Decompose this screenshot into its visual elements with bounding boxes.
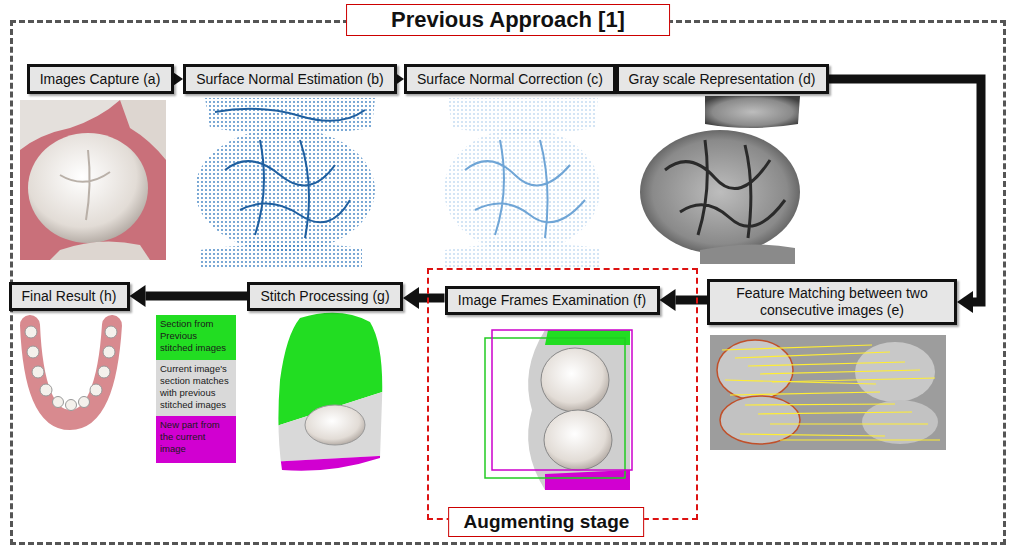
tooth	[862, 400, 938, 444]
gray-blob	[640, 130, 800, 254]
contour	[665, 140, 785, 238]
legend-swatch: Current image's section matches with pre…	[156, 360, 236, 416]
tooth	[720, 396, 800, 444]
normal-map	[444, 98, 600, 268]
process-box: Stitch Processing (g)	[247, 282, 403, 311]
region-heading: Previous Approach [1]	[346, 4, 670, 36]
legend-label: Section from Previous stitched images	[160, 318, 232, 354]
tooth	[305, 405, 365, 445]
new-section	[270, 455, 395, 480]
tooth	[544, 410, 612, 470]
tooth-photo	[20, 100, 166, 260]
teeth	[25, 326, 117, 411]
match-lines	[722, 345, 940, 440]
tooth-strip	[528, 330, 630, 490]
image-ground	[710, 335, 946, 450]
new-part	[545, 470, 630, 490]
tooth	[50, 241, 150, 260]
fissure	[60, 150, 110, 220]
step-label: Image Frames Examination (f)	[458, 292, 646, 309]
process-box: Surface Normal Correction (c)	[404, 64, 616, 94]
gray-blob	[705, 96, 800, 128]
tooth	[28, 133, 148, 243]
feature-matching-image	[710, 335, 946, 450]
augmenting-region: Image Frames Examination (f)Augmenting s…	[427, 268, 698, 520]
previous-frame	[485, 338, 625, 478]
dot-field	[195, 128, 375, 252]
gray-blob	[700, 244, 795, 264]
legend-label: New part from the current image	[160, 419, 232, 455]
arrow-head	[660, 289, 676, 311]
step-label: Gray scale Representation (d)	[629, 71, 816, 88]
arrow-head	[957, 291, 973, 313]
process-box: Feature Matching between two consecutive…	[707, 279, 957, 325]
outer-region: Images Capture (a) Surface Normal Estimat…	[10, 20, 1006, 545]
process-box: Images Capture (a)	[27, 64, 174, 94]
step-label: Surface Normal Correction (c)	[417, 71, 603, 88]
step-label: Final Result (h)	[22, 288, 117, 305]
step-label: Feature Matching between two consecutive…	[720, 285, 944, 319]
legend-label: Current image's section matches with pre…	[160, 363, 232, 411]
arrow-head	[403, 287, 419, 309]
flow-arrow	[660, 289, 708, 311]
current-frame	[492, 330, 632, 470]
arrow-shaft	[829, 79, 982, 302]
dot-field	[445, 243, 600, 268]
flow-arrow	[403, 287, 445, 309]
legend-swatch: New part from the current image	[156, 416, 236, 463]
arrow-shaft	[676, 296, 708, 305]
flow-arrow	[829, 79, 982, 313]
process-box: Gray scale Representation (d)	[616, 64, 829, 94]
arrow-shaft	[146, 292, 248, 301]
tooth	[855, 342, 935, 402]
process-box: Final Result (h)	[9, 282, 130, 311]
dental-arch	[25, 325, 117, 420]
normal-map	[195, 98, 375, 268]
contour	[465, 140, 585, 238]
tooth	[120, 100, 166, 160]
arrow-head	[130, 285, 146, 307]
step-label: Stitch Processing (g)	[260, 288, 389, 305]
arrow-shaft	[419, 294, 445, 303]
grayscale-image	[640, 96, 800, 264]
gum-arch	[30, 325, 112, 420]
flow-arrow	[130, 285, 248, 307]
stitched-model	[270, 300, 395, 480]
region-heading: Augmenting stage	[449, 507, 645, 537]
dot-field	[200, 243, 362, 268]
process-box: Surface Normal Estimation (b)	[183, 64, 397, 94]
dot-field	[444, 128, 600, 252]
matched-section	[270, 388, 395, 462]
process-box: Image Frames Examination (f)	[445, 286, 660, 315]
gum	[20, 100, 166, 260]
legend-swatch: Section from Previous stitched images	[156, 315, 236, 360]
step-label: Surface Normal Estimation (b)	[196, 71, 384, 88]
frames-image	[485, 330, 632, 490]
tooth	[541, 348, 609, 412]
step-label: Images Capture (a)	[40, 71, 161, 88]
contour	[215, 109, 365, 238]
